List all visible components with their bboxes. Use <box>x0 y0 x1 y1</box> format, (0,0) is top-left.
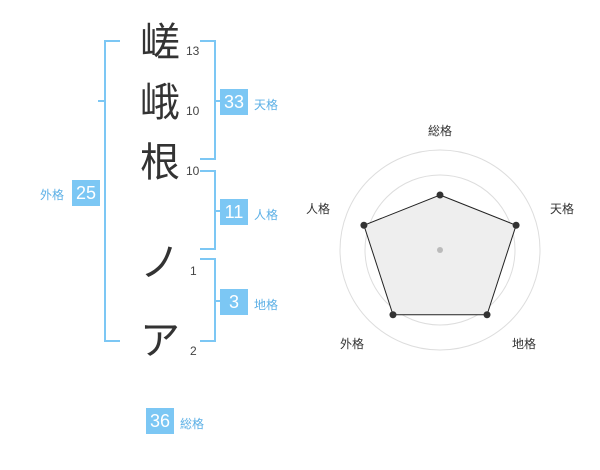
radar-point-4 <box>389 311 397 319</box>
stroke-count-3: 10 <box>186 164 200 178</box>
stroke-count-2: 10 <box>186 104 200 118</box>
radar-ring <box>339 149 541 351</box>
name-char-5: ア <box>140 318 180 364</box>
radar-point-5 <box>360 221 368 229</box>
stroke-count-5: 2 <box>190 344 197 358</box>
radar-chart <box>339 149 541 351</box>
name-char-1: 嵯 <box>140 20 180 66</box>
radar-points <box>360 191 520 319</box>
name-char-4: ノ <box>140 240 180 286</box>
soukaku-label: 総格 <box>180 417 205 431</box>
gaikaku-label: 外格 <box>40 188 65 202</box>
radar-label-soukaku: 総格 <box>427 124 452 138</box>
radar-center-dot <box>437 247 443 253</box>
radar-label-chikaku: 地格 <box>511 337 536 351</box>
soukaku-badge: 36 <box>146 408 174 434</box>
tenkaku-badge: 33 <box>220 89 248 115</box>
jinkaku-label: 人格 <box>254 208 279 222</box>
name-char-3: 根 <box>140 140 180 186</box>
radar-point-3 <box>483 311 491 319</box>
radar-ring <box>364 174 516 326</box>
radar-area <box>363 194 517 316</box>
radar-point-2 <box>512 221 520 229</box>
radar-label-jinkaku: 人格 <box>305 202 330 216</box>
radar-label-tenkaku: 天格 <box>549 202 574 216</box>
jinkaku-bracket-tick <box>214 210 220 212</box>
gaikaku-bracket-tick <box>98 100 106 102</box>
tenkaku-bracket-tick <box>214 100 220 102</box>
stroke-count-4: 1 <box>190 264 197 278</box>
tenkaku-label: 天格 <box>254 98 279 112</box>
radar-label-gaikaku: 外格 <box>339 337 364 351</box>
gaikaku-bracket <box>104 40 120 342</box>
chikaku-bracket-tick <box>214 300 220 302</box>
gaikaku-badge: 25 <box>72 180 100 206</box>
stroke-count-1: 13 <box>186 44 200 58</box>
jinkaku-badge: 11 <box>220 199 248 225</box>
name-char-2: 峨 <box>140 80 180 126</box>
chikaku-badge: 3 <box>220 289 248 315</box>
chikaku-label: 地格 <box>254 298 279 312</box>
radar-point-1 <box>436 191 444 199</box>
